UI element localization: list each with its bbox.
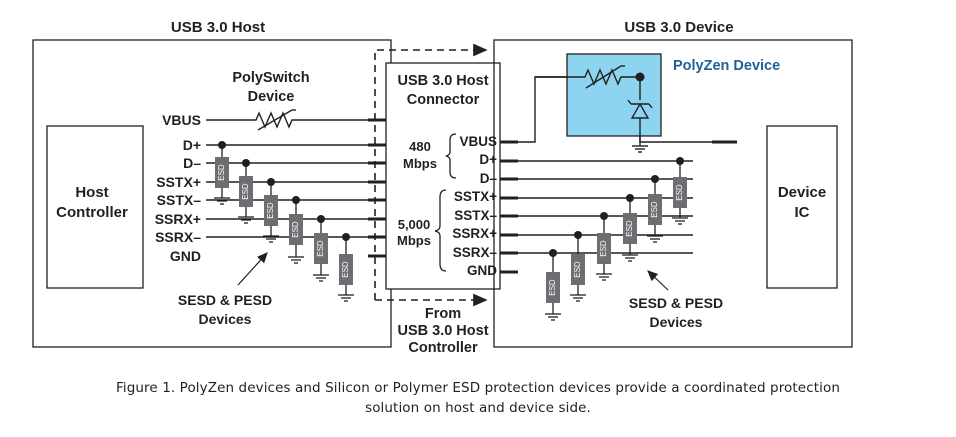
esd-text: ESD bbox=[599, 240, 608, 257]
rate-5000-unit: Mbps bbox=[397, 233, 431, 248]
esd-text: ESD bbox=[291, 221, 300, 238]
from-label-2: USB 3.0 Host bbox=[397, 323, 488, 339]
conn-pin-gnd: GND bbox=[467, 263, 497, 278]
polyzen-resistor bbox=[535, 65, 640, 89]
host-controller-box bbox=[46, 125, 144, 289]
esd-text: ESD bbox=[316, 240, 325, 257]
device-esd-5: ESD bbox=[570, 231, 586, 302]
host-signal-lines bbox=[206, 144, 386, 238]
polyswitch-label-2: Device bbox=[248, 89, 295, 105]
figure-caption-line-1: Figure 1. PolyZen devices and Silicon or… bbox=[116, 380, 840, 396]
esd-text: ESD bbox=[650, 201, 659, 218]
host-connector-stubs bbox=[368, 118, 386, 258]
host-pin-ssrxp: SSRX+ bbox=[155, 211, 201, 227]
device-esd-note-2: Devices bbox=[650, 314, 703, 330]
host-pin-sstxp: SSTX+ bbox=[156, 174, 201, 190]
host-esd-note-1: SESD & PESD bbox=[178, 292, 272, 308]
host-pin-vbus: VBUS bbox=[162, 112, 201, 128]
device-esd-3: ESD bbox=[622, 194, 638, 262]
esd-text: ESD bbox=[573, 261, 582, 278]
host-esd-5: ESD bbox=[313, 215, 329, 282]
bracket-480 bbox=[445, 133, 457, 179]
esd-text: ESD bbox=[548, 279, 557, 296]
conn-pin-sstxm: SSTX– bbox=[454, 208, 497, 223]
dashed-flow-arrows bbox=[374, 43, 488, 307]
host-esd-6: ESD bbox=[338, 233, 354, 302]
esd-text: ESD bbox=[266, 202, 275, 219]
device-connector-stubs bbox=[500, 140, 518, 274]
conn-pin-ssrxm: SSRX– bbox=[453, 245, 498, 260]
host-esd-arrow bbox=[237, 252, 268, 286]
esd-text: ESD bbox=[625, 220, 634, 237]
connector-box bbox=[385, 62, 501, 290]
esd-text: ESD bbox=[241, 183, 250, 200]
host-title: USB 3.0 Host bbox=[171, 19, 265, 36]
device-esd-note-1: SESD & PESD bbox=[629, 295, 723, 311]
device-esd-arrow bbox=[647, 270, 669, 291]
device-esd-devices: ESD ESD ESD bbox=[545, 157, 688, 321]
connector-title-2: Connector bbox=[407, 92, 480, 108]
device-ic-label-2: IC bbox=[795, 204, 810, 221]
host-pin-dplus: D+ bbox=[183, 137, 201, 153]
polyzen-box bbox=[566, 53, 662, 137]
host-pin-ssrxm: SSRX– bbox=[155, 229, 201, 245]
connector-title-1: USB 3.0 Host bbox=[397, 73, 488, 89]
polyswitch-label-1: PolySwitch bbox=[232, 70, 309, 86]
rate-480-value: 480 bbox=[409, 139, 431, 154]
device-ic-box bbox=[766, 125, 838, 289]
host-controller-label-2: Controller bbox=[56, 204, 128, 221]
host-esd-devices: ESD ESD ESD bbox=[214, 141, 354, 302]
from-label-3: Controller bbox=[408, 340, 478, 356]
host-esd-3: ESD bbox=[263, 178, 279, 243]
device-esd-2: ESD bbox=[647, 175, 663, 243]
esd-text: ESD bbox=[675, 184, 684, 201]
host-pin-gnd: GND bbox=[170, 248, 201, 264]
figure-caption-line-2: solution on host and device side. bbox=[365, 400, 591, 416]
connector-pin-labels: VBUS D+ D– SSTX+ SSTX– SSRX+ SSRX– GND bbox=[452, 134, 497, 278]
rate-5000-value: 5,000 bbox=[398, 217, 431, 232]
host-esd-4: ESD bbox=[288, 196, 304, 264]
polyzen-label: PolyZen Device bbox=[673, 58, 780, 74]
conn-pin-vbus: VBUS bbox=[459, 134, 497, 149]
host-pin-sstxm: SSTX– bbox=[157, 192, 202, 208]
from-label-1: From bbox=[425, 306, 461, 322]
conn-pin-dminus: D– bbox=[480, 171, 498, 186]
polyswitch-resistor bbox=[206, 109, 386, 131]
device-title: USB 3.0 Device bbox=[624, 19, 733, 36]
conn-pin-sstxp: SSTX+ bbox=[454, 189, 497, 204]
esd-text: ESD bbox=[341, 261, 350, 278]
conn-pin-ssrxp: SSRX+ bbox=[452, 226, 497, 241]
host-pin-labels: VBUS D+ D– SSTX+ SSTX– SSRX+ SSRX– GND bbox=[155, 112, 202, 264]
device-esd-6: ESD bbox=[545, 249, 561, 321]
device-box bbox=[493, 39, 853, 348]
zener-diode bbox=[627, 77, 653, 153]
host-esd-2: ESD bbox=[238, 159, 254, 224]
host-controller-label-1: Host bbox=[75, 184, 108, 201]
device-esd-1: ESD bbox=[672, 157, 688, 225]
host-esd-note-2: Devices bbox=[199, 311, 252, 327]
conn-pin-dplus: D+ bbox=[479, 152, 497, 167]
host-pin-dminus: D– bbox=[183, 155, 201, 171]
device-esd-4: ESD bbox=[596, 212, 612, 281]
rate-480-unit: Mbps bbox=[403, 156, 437, 171]
bracket-5000 bbox=[434, 189, 447, 272]
device-ic-label-1: Device bbox=[778, 184, 826, 201]
host-esd-1: ESD bbox=[214, 141, 230, 205]
esd-text: ESD bbox=[217, 164, 226, 181]
